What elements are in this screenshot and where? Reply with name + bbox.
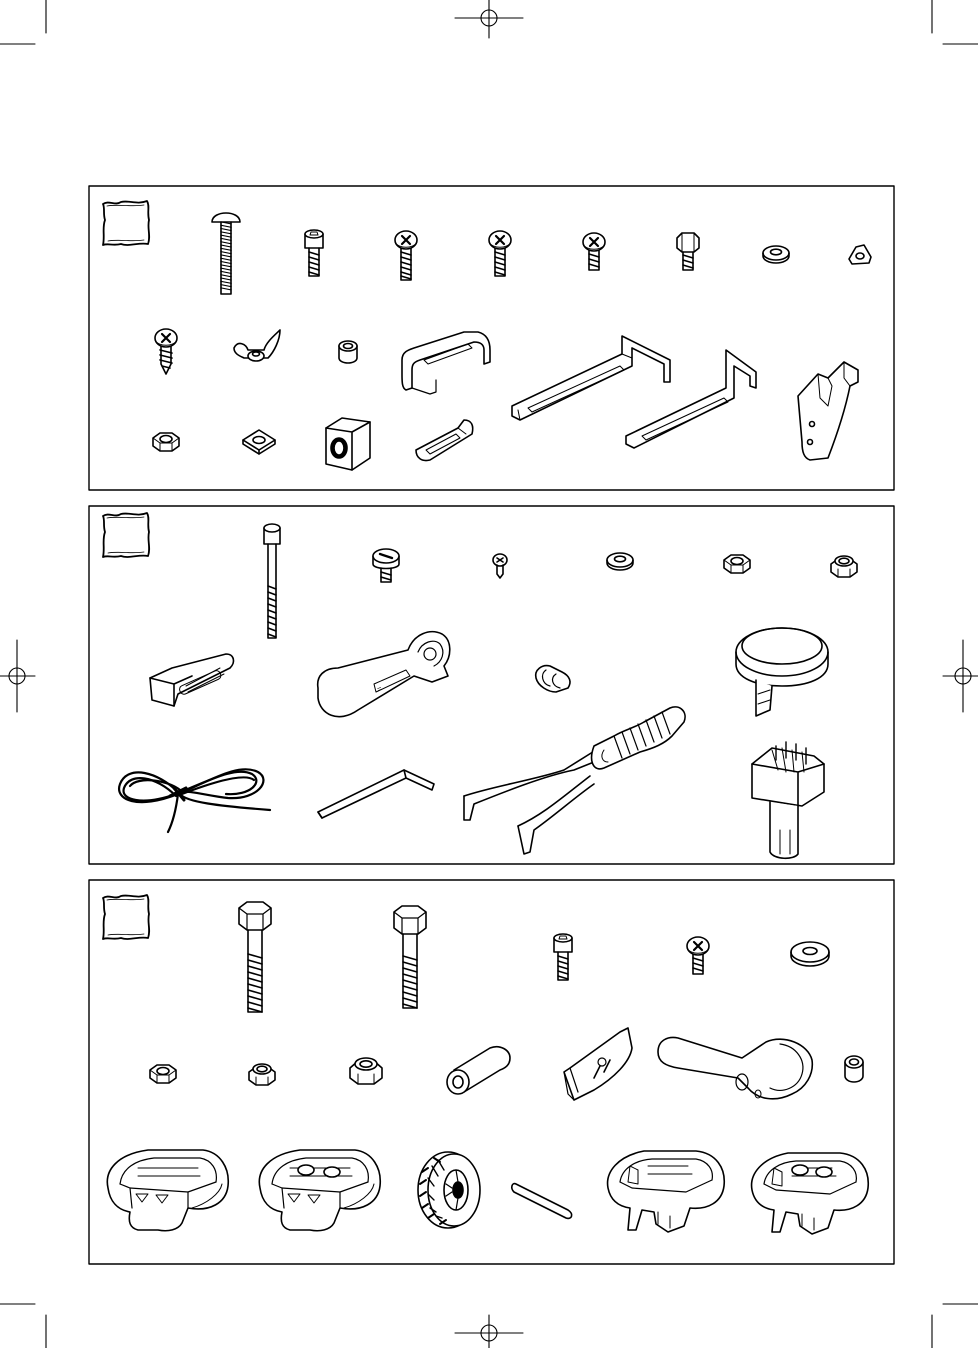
spacer-ring-icon: [339, 341, 357, 363]
large-washer-icon: [791, 942, 829, 966]
lever-handle-icon: [658, 1038, 812, 1099]
phillips-screw-medium-icon: [489, 231, 511, 276]
hex-bolt-long-icon: [239, 902, 271, 1012]
hardware-bag-icon: [103, 895, 149, 939]
panel-kit-1: [89, 186, 894, 490]
comb-adapter-icon: [752, 742, 824, 858]
hex-nut-icon: [153, 433, 179, 451]
square-nut-icon: [243, 430, 275, 454]
hex-key-icon: [318, 770, 434, 818]
clamp-mount-icon: [798, 362, 858, 460]
panel-kit-2: =: [89, 506, 894, 864]
tube-spacer-icon: [447, 1047, 510, 1094]
hex-bolt-short-icon: [677, 233, 699, 270]
panel-kit-3: [89, 880, 894, 1264]
hardware-bag-icon: [103, 513, 149, 557]
clip-icon: [536, 666, 570, 692]
phillips-screw-icon: [687, 937, 709, 974]
lock-nut-icon: [831, 556, 857, 577]
large-lock-nut-icon: [350, 1058, 382, 1084]
foot-pad-icon: [107, 1150, 228, 1231]
wheel-icon: [418, 1152, 480, 1228]
hex-bolt-long-2-icon: [394, 906, 426, 1008]
cord-bundle-icon: [119, 769, 270, 832]
slotted-plate-icon: [150, 654, 233, 706]
lock-nut-icon: [249, 1064, 275, 1085]
small-spacer-icon: [845, 1056, 863, 1082]
small-bracket-icon: [416, 420, 473, 461]
slotted-knob-screw-icon: [373, 549, 399, 582]
hardware-bag-icon: [103, 201, 149, 245]
tooth-washer-icon: [849, 245, 871, 264]
pliers-tool-icon: [464, 707, 685, 854]
long-l-bracket-2-icon: [626, 350, 756, 448]
hex-nut-icon: [724, 555, 750, 573]
small-screw-icon: [493, 554, 507, 578]
registration-mark-left: [0, 640, 35, 712]
registration-mark-top: [455, 0, 523, 38]
wedge-clip-icon: [564, 1028, 632, 1100]
socket-cap-screw-icon: [305, 230, 323, 276]
foot-pad-clip-two-hole-icon: [752, 1153, 869, 1234]
phillips-screw-long-icon: [395, 231, 417, 280]
flat-washer-icon: [763, 246, 789, 263]
wing-nut-icon: [234, 330, 280, 361]
foot-pad-clip-icon: [608, 1151, 725, 1232]
registration-mark-bottom: [455, 1315, 523, 1348]
long-l-bracket-icon: [512, 336, 670, 420]
long-socket-bolt-icon: [264, 524, 280, 638]
strap-roll-icon: [736, 628, 828, 716]
pin-icon: [512, 1184, 572, 1219]
foot-pad-two-hole-icon: [259, 1150, 380, 1231]
carriage-bolt-icon: [212, 213, 240, 294]
wood-screw-icon: [155, 329, 177, 374]
phillips-screw-short-icon: [583, 233, 605, 270]
flat-washer-icon: [607, 553, 633, 570]
socket-cap-screw-icon: [554, 934, 572, 980]
wrench-handle-icon: =: [318, 632, 450, 717]
square-block-nut-icon: [326, 418, 370, 470]
hex-nut-icon: [150, 1065, 176, 1083]
registration-mark-right: [943, 640, 978, 712]
u-bracket-icon: [402, 332, 490, 394]
